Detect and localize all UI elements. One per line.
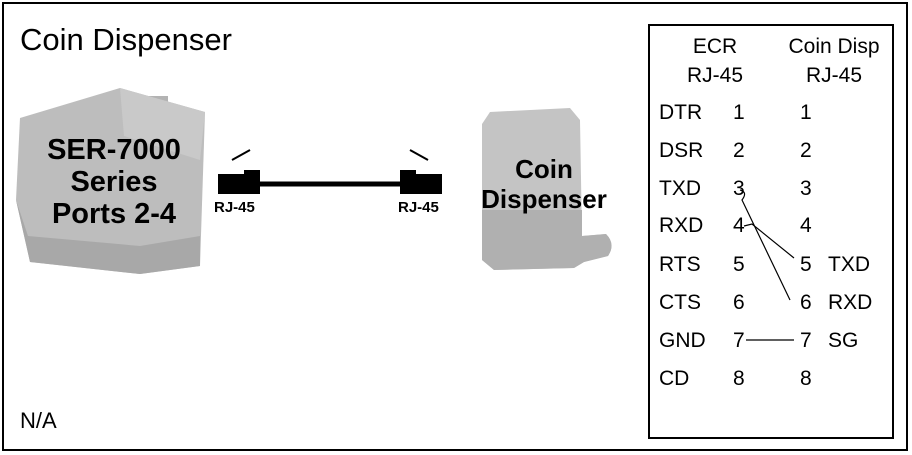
left-signal: CTS <box>659 291 701 314</box>
left-signal: CD <box>659 367 690 390</box>
footer-note: N/A <box>20 408 57 433</box>
pinout-table <box>648 24 894 439</box>
left-pin: 3 <box>733 177 745 200</box>
right-signal: TXD <box>828 253 870 276</box>
right-connector-label: RJ-45 <box>398 199 439 216</box>
left-pin: 5 <box>733 253 745 276</box>
right-pin: 7 <box>800 329 812 352</box>
ecr-header-line: RJ-45 <box>686 64 744 87</box>
left-signal: TXD <box>659 177 701 200</box>
ecr-header: ECR RJ-45 <box>670 36 760 86</box>
dispenser-label: Coin Dispenser <box>464 154 624 214</box>
right-pin: 8 <box>800 367 812 390</box>
ecr-header-line: ECR <box>692 35 738 58</box>
right-signal: RXD <box>828 291 873 314</box>
right-pin: 4 <box>800 214 812 237</box>
coin-disp-header-line: RJ-45 <box>805 64 863 87</box>
left-pin: 4 <box>733 214 745 237</box>
left-pin: 8 <box>733 367 745 390</box>
pinout-wires <box>739 189 795 341</box>
coin-disp-header-line: Coin Disp <box>788 35 880 58</box>
register-label-line: Series <box>70 166 158 198</box>
left-signal: DSR <box>659 139 704 162</box>
right-pin: 6 <box>800 291 812 314</box>
dispenser-label-line: Coin <box>515 154 573 184</box>
left-pin: 7 <box>733 329 745 352</box>
page-title: Coin Dispenser <box>20 22 232 57</box>
right-pin: 1 <box>800 101 812 124</box>
left-signal: DTR <box>659 101 703 124</box>
left-connector-label: RJ-45 <box>214 199 255 216</box>
register-label-line: SER-7000 <box>47 134 181 166</box>
register-label: SER-7000 Series Ports 2-4 <box>18 134 210 230</box>
left-pin: 6 <box>733 291 745 314</box>
cash-register-icon <box>16 88 205 274</box>
right-pin: 5 <box>800 253 812 276</box>
left-signal: GND <box>659 329 706 352</box>
coin-dispenser-icon <box>482 108 612 270</box>
right-pin: 2 <box>800 139 812 162</box>
left-signal: RTS <box>659 253 701 276</box>
rj45-cable <box>218 149 442 194</box>
register-label-line: Ports 2-4 <box>51 198 177 230</box>
left-pin: 2 <box>733 139 745 162</box>
coin-disp-header: Coin Disp RJ-45 <box>778 36 890 86</box>
right-signal: SG <box>828 329 859 352</box>
left-signal: RXD <box>659 214 704 237</box>
left-pin: 1 <box>733 101 745 124</box>
right-pin: 3 <box>800 177 812 200</box>
dispenser-label-line: Dispenser <box>481 184 607 214</box>
